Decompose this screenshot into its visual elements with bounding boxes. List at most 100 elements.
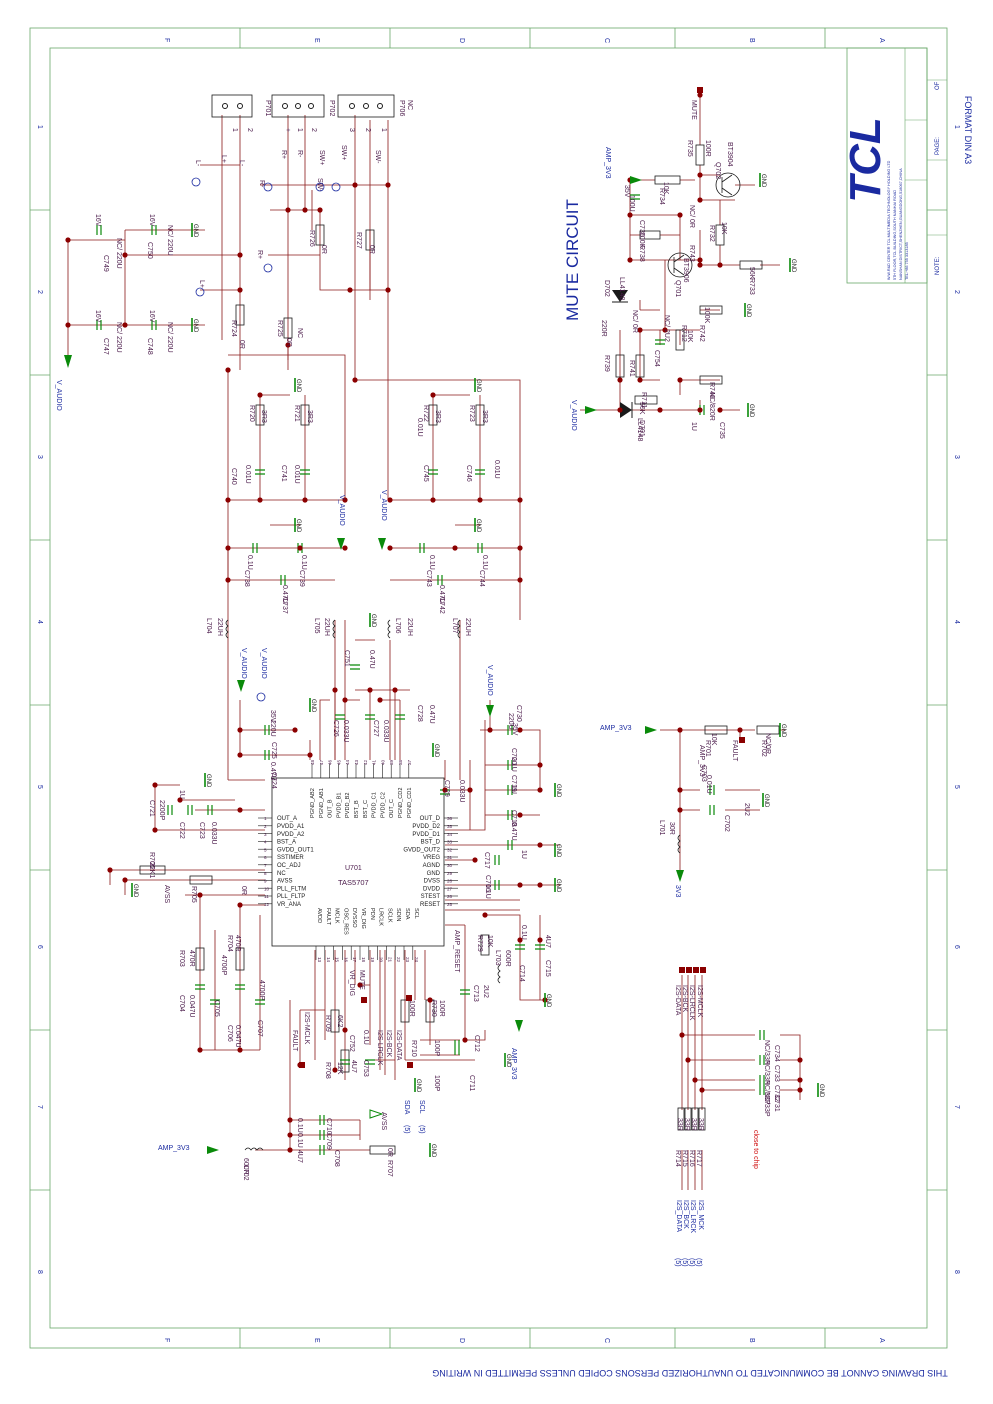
ic-pin-num: 40: [380, 759, 385, 765]
gnd-label: GND: [132, 884, 138, 898]
gnd-symbol: GND: [779, 723, 786, 738]
label-l705: L705: [313, 618, 320, 634]
label-r708: R708: [324, 1062, 331, 1079]
label-r725v: 0R: [285, 338, 292, 347]
ic-pin-name: BST_A: [277, 840, 296, 846]
ic-pin-num: 30: [447, 863, 453, 868]
label-c737: C737: [281, 597, 288, 614]
label-c706v: 0.047U: [234, 1025, 241, 1048]
frame-row-2-0: 2: [36, 290, 43, 294]
ic-pin-num: 25: [447, 902, 453, 907]
ic-pin-num: 12: [264, 902, 270, 907]
label-c736nc: NC/ 0R: [688, 205, 695, 228]
transistor-q701: [667, 252, 693, 278]
label-c721: C721: [148, 800, 155, 817]
label-i2s-bck-top: I2S-BCK: [681, 985, 688, 1013]
label-vaudio1: V_AUDIO: [55, 380, 62, 411]
ic-pin-name: GVDD_OUT2: [403, 847, 440, 853]
frame-col-a-1: A: [878, 1338, 885, 1343]
ic-pin-num: 2: [264, 824, 267, 829]
label-c747r: 16V: [94, 310, 101, 323]
ic-pin-name: SDIN: [395, 908, 401, 921]
gnd-symbol: GND: [474, 378, 481, 393]
ic-pin-num: 11: [264, 894, 269, 899]
label-r722v: 3R3: [434, 410, 441, 423]
label-c710v: 0.1U: [296, 1118, 303, 1133]
company-line-3: TEL:+86 755 3313185: [905, 242, 909, 280]
connector-p701: P701: [264, 100, 271, 116]
p702-pin1: 1: [296, 128, 303, 132]
label-c742: C742: [438, 597, 445, 614]
format-label: FORMAT DIN A3: [963, 96, 973, 164]
label-vaudio5: V_AUDIO: [260, 648, 267, 679]
label-c726: C726: [332, 720, 339, 737]
ic-pin-name: GND: [427, 871, 441, 877]
label-r716v: 33R: [690, 1118, 697, 1131]
label-c739v: 0.1U: [300, 555, 307, 570]
label-r730: R730: [430, 1000, 437, 1017]
label-vaudio3: V_AUDIO: [380, 490, 387, 521]
label-c730v: 220U: [507, 713, 514, 730]
ic-pin-name: DVDD: [423, 886, 441, 892]
label-c736r: 35V: [623, 185, 630, 198]
label-c722: C722: [178, 822, 185, 839]
ic-pin-num: 7: [264, 863, 267, 868]
label-r707: R707: [386, 1160, 393, 1177]
ic-pin-name: SCL: [413, 908, 419, 919]
label-i2s-data-top: I2S-DATA: [674, 985, 681, 1016]
label-c712: C712: [473, 1035, 480, 1052]
ic-pin-num: 21: [387, 957, 392, 963]
connector-p706: P706: [398, 100, 405, 116]
ic-pin-num: 35: [447, 824, 453, 829]
frame-col-e-0: E: [313, 38, 320, 43]
label-r739v: 220R: [600, 320, 607, 337]
gnd-symbol: GND: [554, 843, 561, 858]
ic-pin-name: PVDD_A2: [277, 832, 305, 838]
label-r729v: 10K: [486, 935, 493, 948]
label-mute: MUTE: [690, 100, 697, 120]
label-c725v: 220U: [269, 720, 276, 737]
frame-row-5-1: 5: [953, 785, 960, 789]
label-r715v: 33R: [683, 1118, 690, 1131]
label-vaudio6: V_AUDIO: [486, 665, 493, 696]
frame-row-4-1: 4: [953, 620, 960, 624]
label-c753: C753: [362, 1060, 369, 1077]
ic-pin-num: 13: [317, 957, 322, 963]
frame-row-7-1: 7: [953, 1105, 960, 1109]
gnd-symbol: GND: [432, 743, 439, 758]
label-l701: L701: [658, 820, 665, 836]
label-c738: C738: [243, 570, 250, 587]
page-label: PAGE:: [935, 137, 941, 155]
ic-pin-name: BST_C: [363, 800, 369, 818]
wires: [67, 95, 801, 1190]
label-r703: R703: [178, 950, 185, 967]
ic-pin-num: 27: [447, 886, 453, 891]
label-c718v: 0.47U: [510, 822, 517, 841]
label-r702: R702: [760, 740, 767, 757]
note-label: NOTE:: [935, 256, 941, 275]
junction-dots: [65, 87, 803, 1153]
label-c752v: 4U7: [350, 1060, 357, 1073]
label-avss: AVSS: [163, 885, 170, 903]
label-l705v: 22UH: [323, 618, 330, 636]
label-c716: C716: [484, 875, 491, 892]
gnd-symbol: GND: [294, 378, 301, 393]
ic-pin-name: NC: [277, 871, 286, 877]
label-l706: L706: [394, 618, 401, 634]
label-c754v: NC/ 2U2: [663, 315, 670, 342]
ic-pin-num: 4: [264, 840, 267, 845]
frame-row-7-0: 7: [36, 1105, 43, 1109]
label-c747v: NC/ 220U: [115, 322, 122, 353]
ic-pin-name: PVDD_C2: [380, 792, 386, 818]
label-c713v: 2U2: [482, 985, 489, 998]
ic-pin-name: SCLK: [386, 908, 392, 923]
p706-pin3: 3: [348, 128, 355, 132]
label-c707v: 4700P: [258, 980, 265, 1001]
ic-pin-num: 33: [447, 840, 453, 845]
ic-pin-name: PVDD_B2: [345, 793, 351, 819]
label-r717v: 33R: [697, 1118, 704, 1131]
frame-row-6-0: 6: [36, 945, 43, 949]
